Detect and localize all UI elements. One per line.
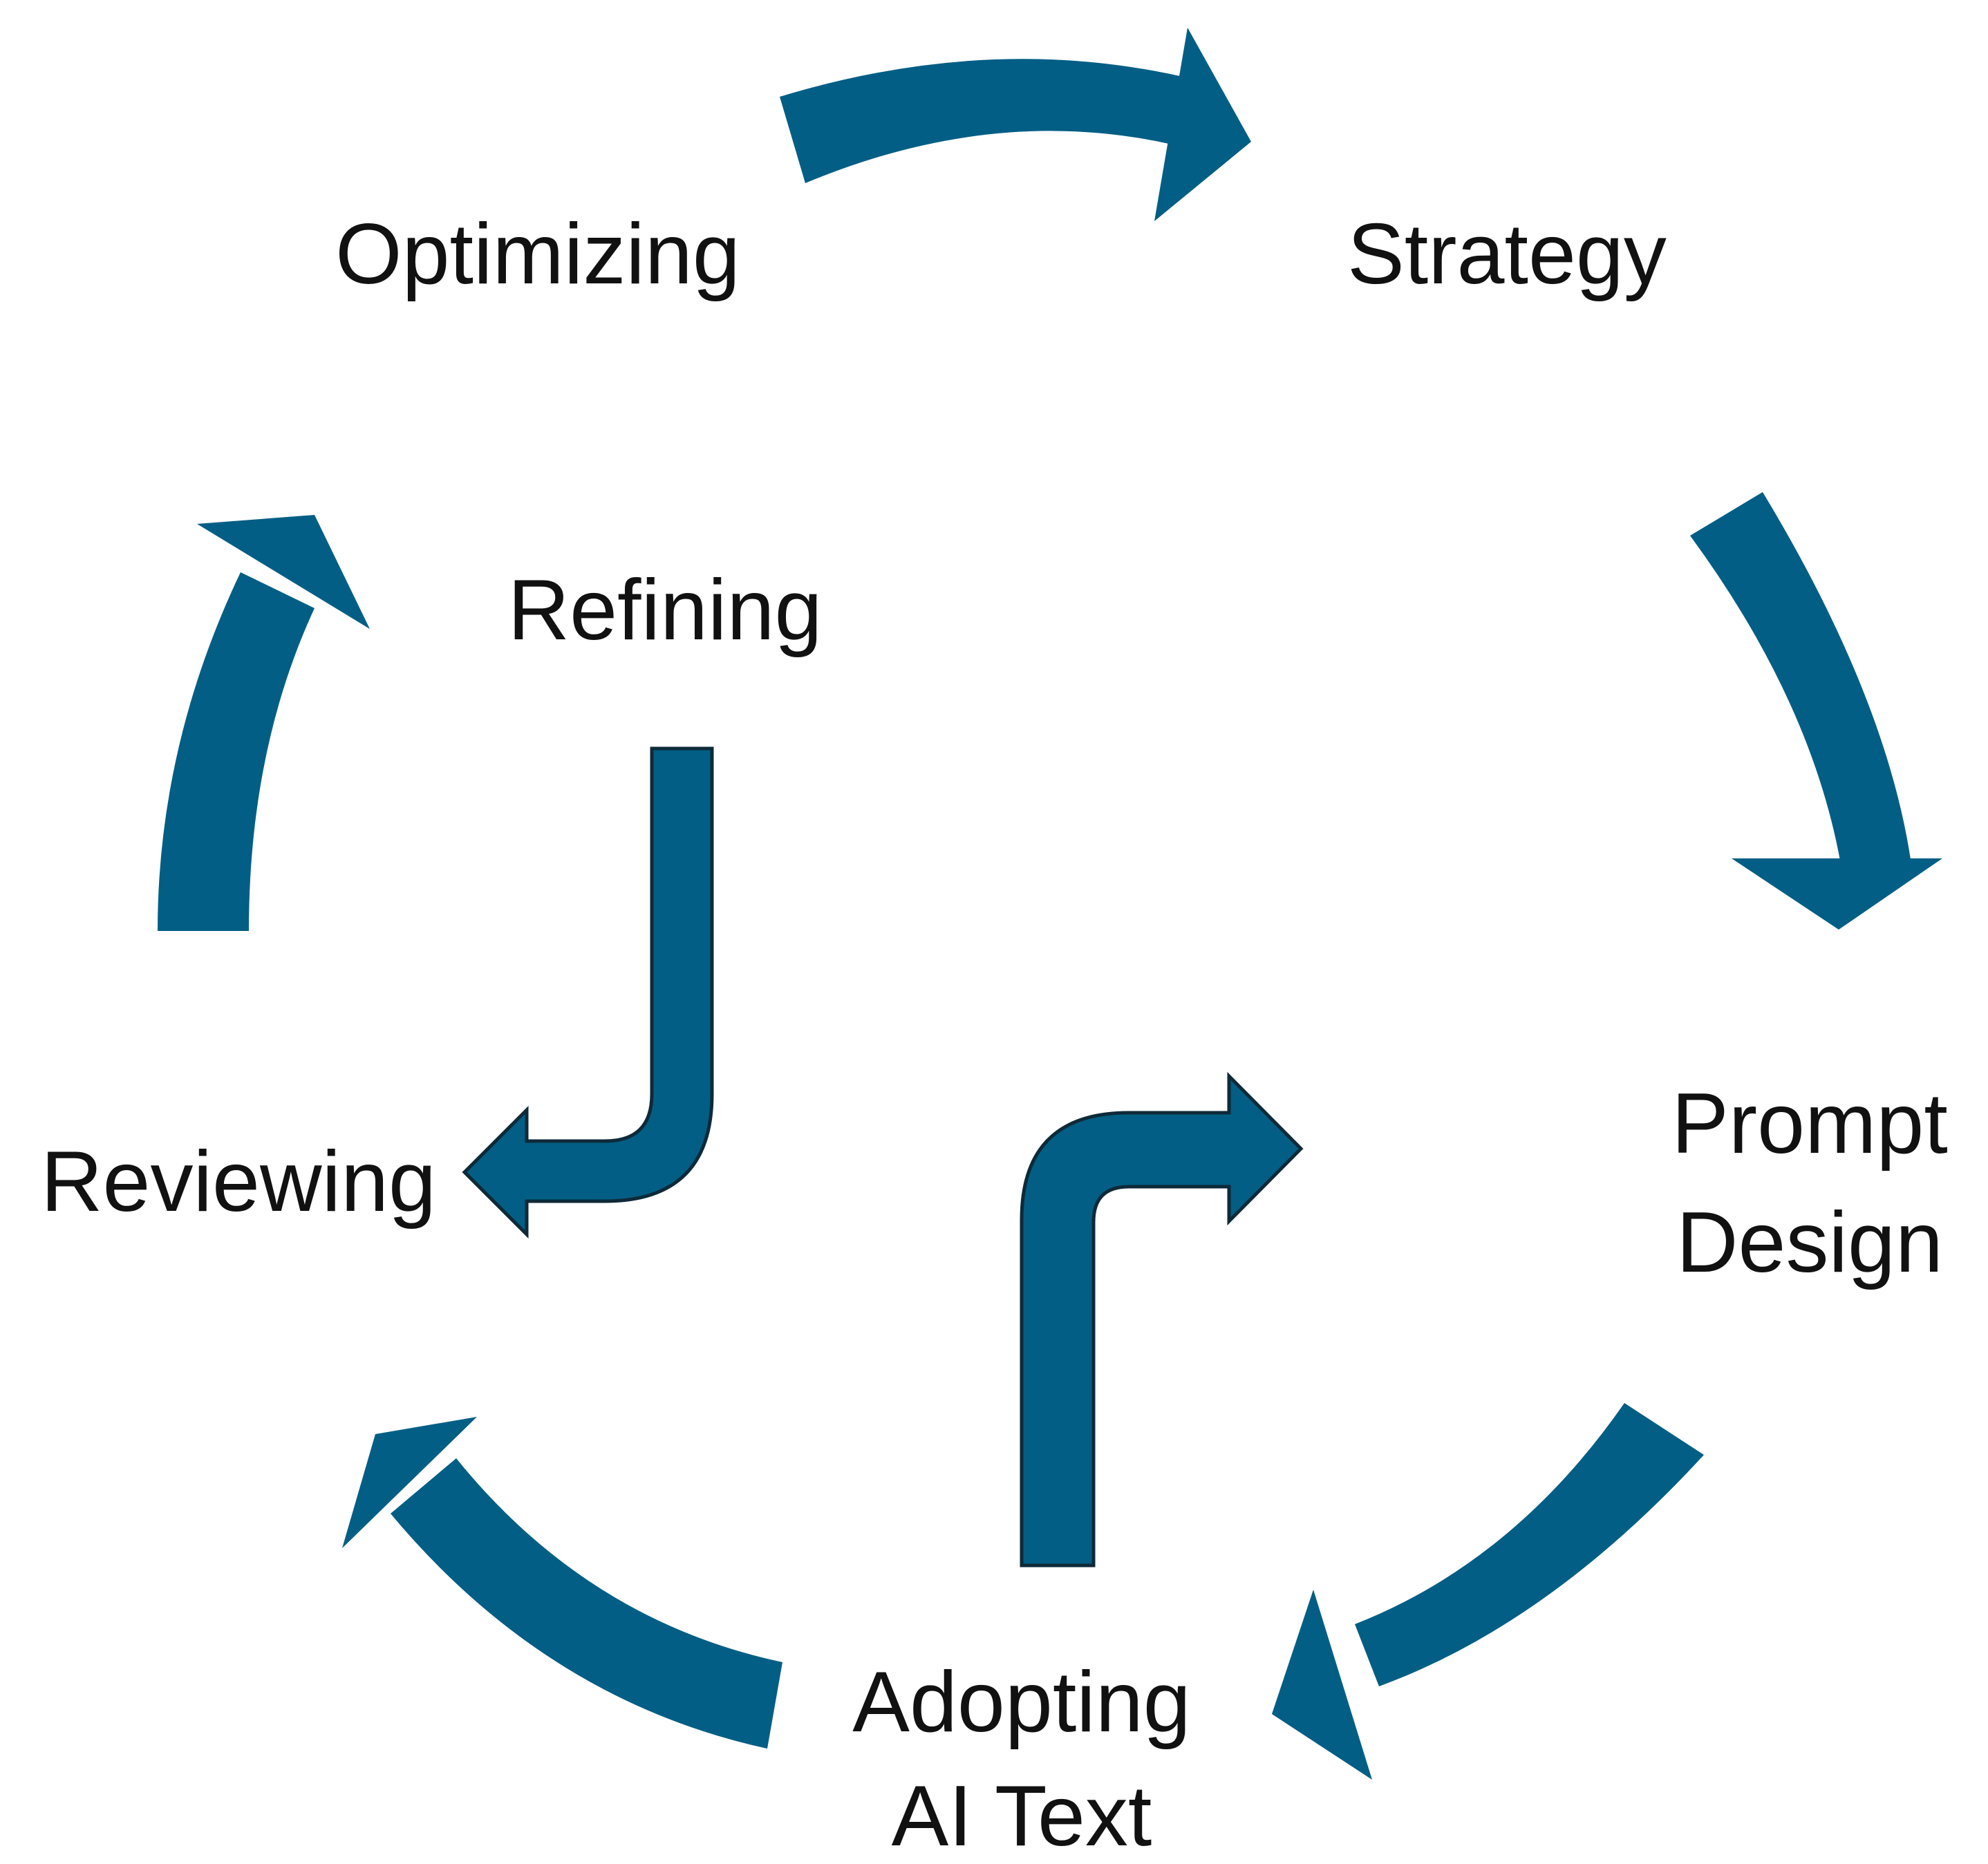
label-adopting-line-1: Adopting — [852, 1655, 1191, 1750]
bent-arrows — [462, 746, 1304, 1568]
arrow-adopting-to-reviewing — [342, 1417, 782, 1749]
label-prompt-design-line-2: Design — [1676, 1195, 1943, 1290]
label-strategy: Strategy — [1347, 207, 1667, 302]
label-refining: Refining — [508, 563, 823, 658]
cycle-arrows — [158, 28, 1942, 1780]
stage-labels: Optimizing Strategy Refining Reviewing P… — [41, 207, 1948, 1864]
arrow-optimizing-to-strategy — [780, 28, 1251, 221]
label-prompt-design-line-1: Prompt — [1671, 1076, 1948, 1171]
label-adopting-line-2: AI Text — [892, 1769, 1152, 1864]
label-reviewing: Reviewing — [41, 1134, 436, 1230]
arrow-adopting-to-center — [1020, 1071, 1304, 1568]
arrow-prompt-design-to-adopting — [1272, 1403, 1704, 1780]
arrow-strategy-to-prompt-design — [1690, 492, 1942, 930]
arrow-reviewing-to-optimizing — [158, 515, 370, 931]
arrow-refining-to-reviewing — [462, 746, 714, 1239]
label-optimizing: Optimizing — [335, 207, 740, 302]
